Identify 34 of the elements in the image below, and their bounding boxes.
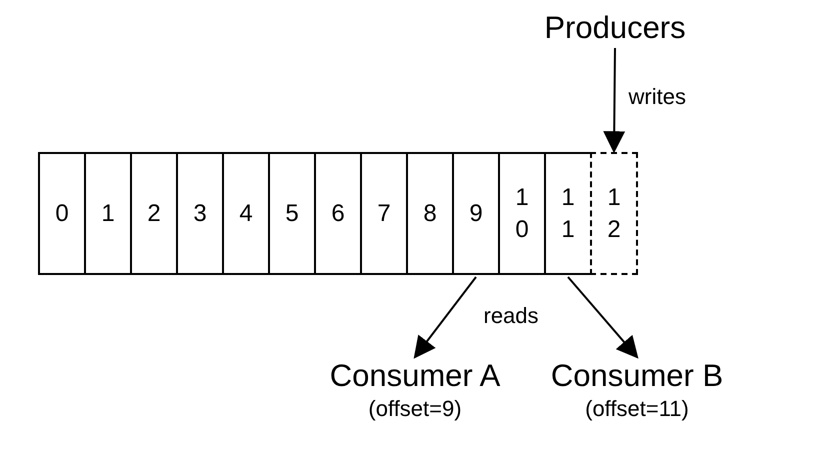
offset-number: 10 (514, 182, 530, 244)
offset-number: 5 (284, 198, 300, 228)
producer-label: Producers (543, 10, 687, 46)
offset-number: 11 (560, 182, 576, 244)
log-cell (84, 152, 132, 275)
log-cell (222, 152, 270, 275)
consumer-label: Consumer B (550, 358, 724, 394)
offset-number: 9 (468, 198, 484, 228)
consumer-label: Consumer A (328, 358, 502, 394)
offset-number: 1 (100, 198, 116, 228)
offset-note: (offset=11) (584, 396, 690, 422)
log-cell (268, 152, 316, 275)
log-cell (38, 152, 86, 275)
log-cell (498, 152, 546, 275)
log-cell (590, 152, 638, 275)
log-cell (452, 152, 500, 275)
offset-number: 7 (376, 198, 392, 228)
offset-number: 4 (238, 198, 254, 228)
log-cell (360, 152, 408, 275)
arrow (567, 276, 638, 359)
log-cell (176, 152, 224, 275)
log-cell (130, 152, 178, 275)
offset-number: 8 (422, 198, 438, 228)
offset-number: 3 (192, 198, 208, 228)
log-cell (544, 152, 592, 275)
offset-number: 12 (606, 182, 622, 244)
offset-note: (offset=9) (367, 396, 463, 422)
log-cell (406, 152, 454, 275)
offset-number: 6 (330, 198, 346, 228)
offset-number: 2 (146, 198, 162, 228)
log-cell (314, 152, 362, 275)
offset-number: 0 (54, 198, 70, 228)
arrow (414, 276, 477, 359)
arrow (603, 48, 626, 154)
